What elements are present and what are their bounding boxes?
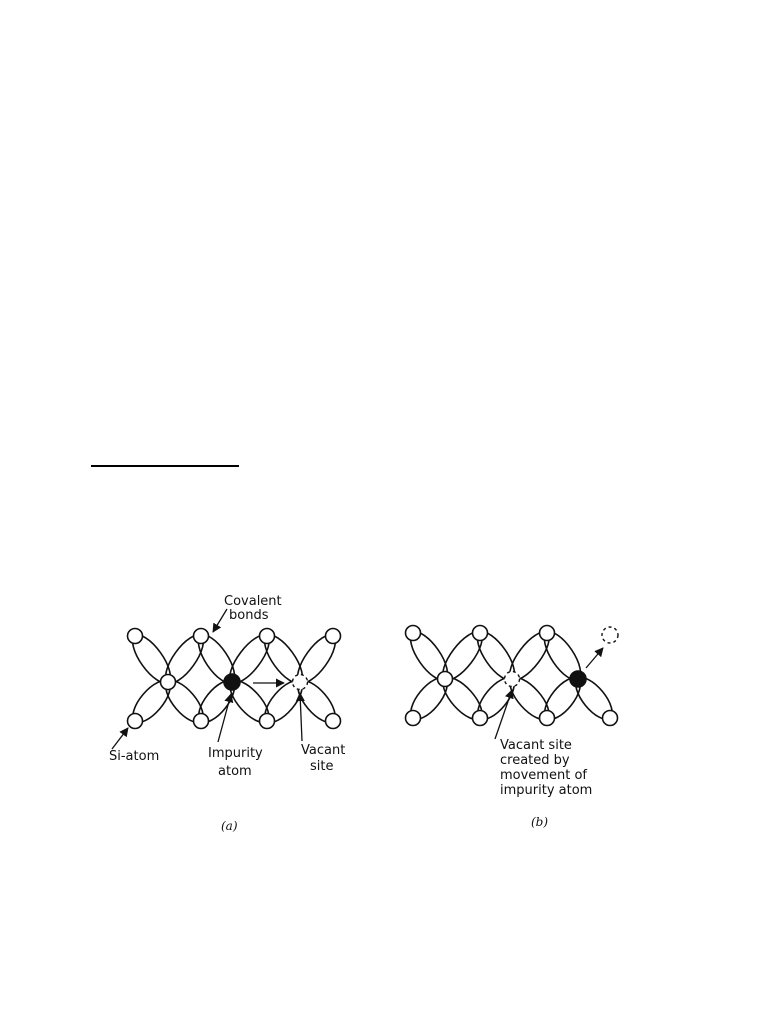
si-atom [471,709,489,727]
vacant-site-created-pointer [494,689,514,740]
si-atom [404,709,422,727]
horizontal-rule [91,465,239,467]
si-atom [324,712,342,730]
si-atom [258,712,276,730]
impurity-atom [569,670,587,688]
covalent-bonds-pointer [212,608,228,633]
si-atom [126,627,144,645]
vacant-site [503,670,521,688]
vacant-site-pointer [295,692,305,742]
si-atom [471,624,489,642]
covalent-bonds-label: Covalent bonds [224,594,286,623]
atoms-b [404,624,619,727]
caption-a: (a) [221,819,238,833]
displaced-site [601,626,619,644]
si-atom [324,627,342,645]
si-atom [159,673,177,691]
impurity-atom [223,673,241,691]
si-atom [538,624,556,642]
vacant-site [291,673,309,691]
si-atom [436,670,454,688]
si-atom [404,624,422,642]
si-atom [192,712,210,730]
impurity-atom-label: Impurity atom [208,746,267,779]
displacement-arrow [585,647,604,669]
panel-b: Vacant site created by movement of impur… [404,624,619,829]
atoms-a [126,627,342,730]
vacant-site-label: Vacant site [301,743,349,774]
si-atom [192,627,210,645]
si-atom [538,709,556,727]
si-atom-label: Si-atom [109,749,159,764]
si-atom-pointer [111,727,129,750]
caption-b: (b) [531,815,548,829]
panel-a: Covalent bonds Si-atom Impurity atom Vac… [109,594,349,833]
si-atom [601,709,619,727]
vacant-site-created-label: Vacant site created by movement of impur… [500,738,592,798]
impurity-atom-pointer [217,693,234,743]
si-atom [258,627,276,645]
si-atom [126,712,144,730]
